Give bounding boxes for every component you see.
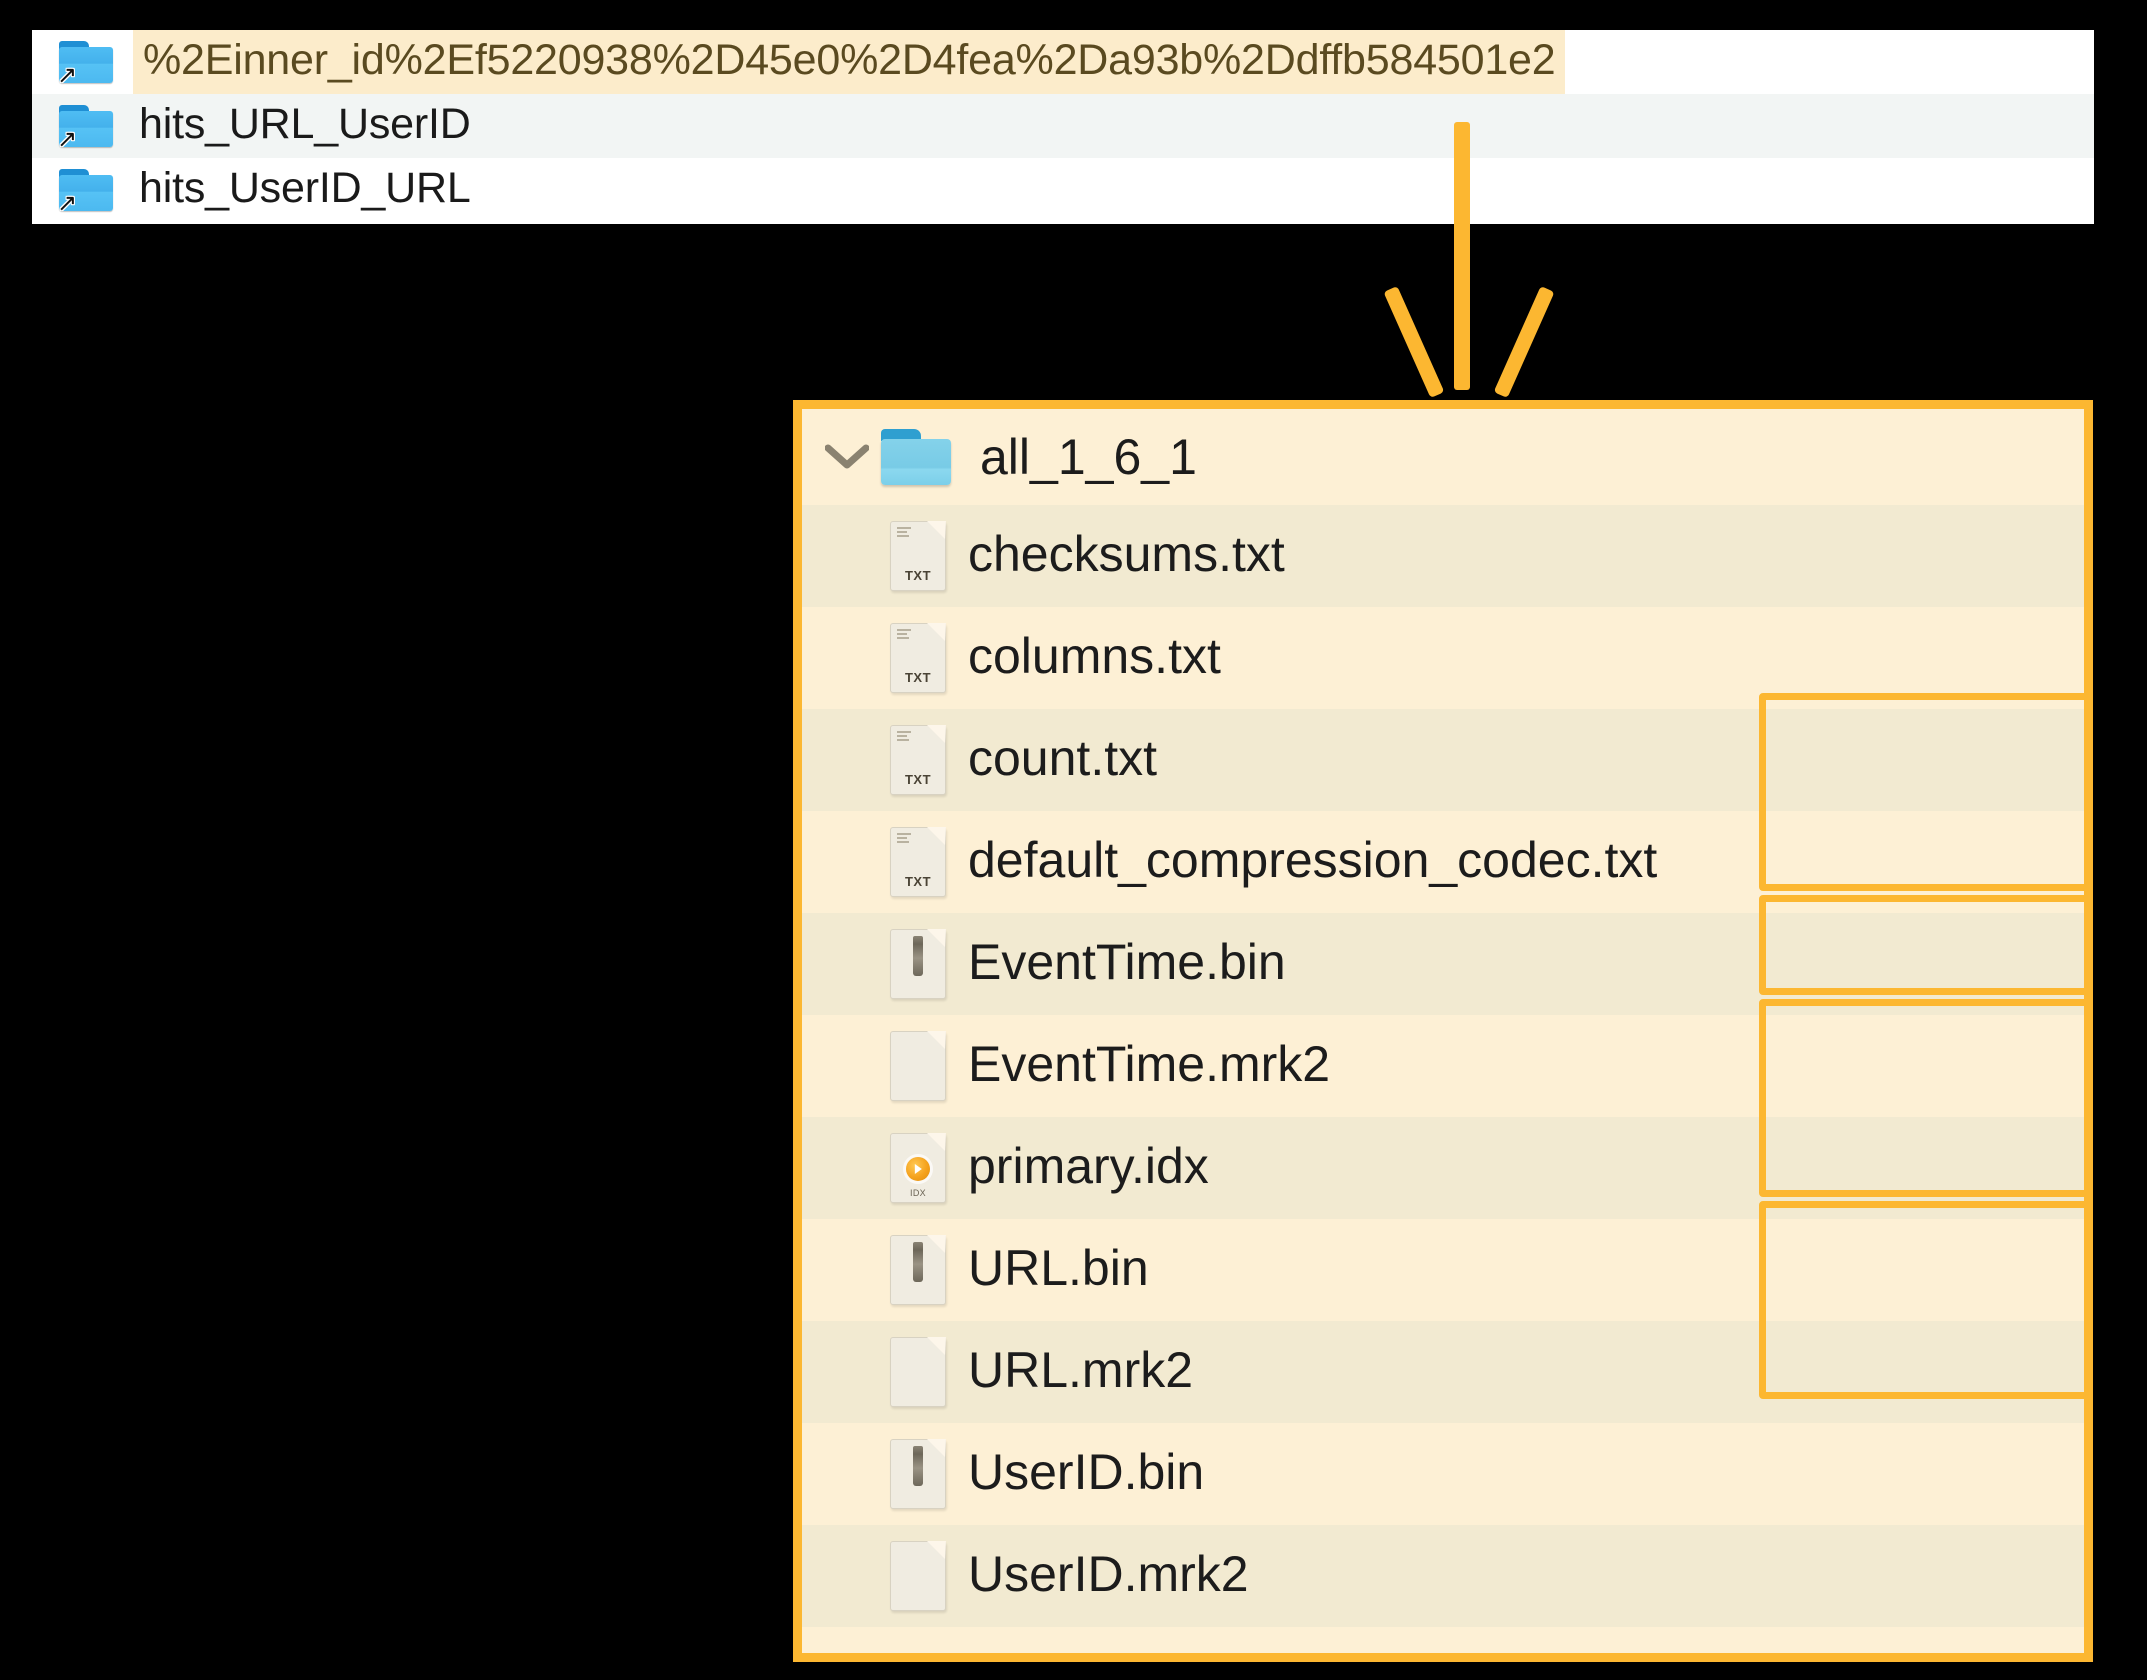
file-label: UserID.bin — [968, 1444, 1205, 1500]
file-label: EventTime.bin — [968, 934, 1286, 990]
arrow-head-left — [1383, 285, 1445, 399]
file-row-userid-mrk2[interactable]: UserID.mrk2 — [802, 1525, 2084, 1627]
file-label: checksums.txt — [968, 526, 1285, 582]
folder-label: all_1_6_1 — [980, 429, 1197, 485]
symlink-folder-icon: ↗ — [57, 103, 115, 153]
txt-file-icon: TXT — [802, 827, 968, 897]
txt-file-icon: TXT — [802, 521, 968, 591]
symlink-arrow-badge-icon: ↗ — [56, 62, 78, 89]
symlink-arrow-badge-icon: ↗ — [56, 190, 78, 217]
part-directory-panel: all_1_6_1 TXT checksums.txt TXT columns.… — [793, 400, 2093, 1662]
folder-row-all-1-6-1[interactable]: all_1_6_1 — [802, 409, 2084, 505]
arrow-head-right — [1493, 285, 1555, 399]
file-label: URL.mrk2 — [968, 1342, 1194, 1398]
arrow-shaft — [1454, 122, 1470, 390]
file-label: columns.txt — [968, 628, 1221, 684]
file-label: URL.bin — [968, 1240, 1149, 1296]
symlink-folder-icon: ↗ — [57, 39, 115, 89]
file-label: EventTime.mrk2 — [968, 1036, 1331, 1092]
list-item[interactable]: ↗ %2Einner_id%2Ef5220938%2D45e0%2D4fea%2… — [32, 30, 2094, 94]
file-row-count-txt[interactable]: TXT count.txt — [802, 709, 2084, 811]
file-row-columns-txt[interactable]: TXT columns.txt — [802, 607, 2084, 709]
folder-icon — [880, 429, 954, 485]
blank-file-icon — [802, 1541, 968, 1611]
symlink-arrow-badge-icon: ↗ — [56, 126, 78, 153]
txt-file-icon: TXT — [802, 725, 968, 795]
file-row-eventtime-mrk2[interactable]: EventTime.mrk2 — [802, 1015, 2084, 1117]
file-row-checksums-txt[interactable]: TXT checksums.txt — [802, 505, 2084, 607]
symlink-folder-label-hits-url-userid: hits_URL_UserID — [139, 99, 471, 148]
blank-file-icon — [802, 1337, 968, 1407]
idx-file-icon: IDX — [802, 1133, 968, 1203]
symlink-folder-icon: ↗ — [57, 167, 115, 217]
blank-file-icon — [802, 1031, 968, 1101]
list-item[interactable]: ↗ hits_UserID_URL — [32, 158, 2094, 222]
bin-file-icon — [802, 1235, 968, 1305]
file-label: primary.idx — [968, 1138, 1209, 1194]
down-arrow-icon — [1383, 122, 1555, 404]
file-row-default-compression-codec-txt[interactable]: TXT default_compression_codec.txt — [802, 811, 2084, 913]
file-row-url-mrk2[interactable]: URL.mrk2 — [802, 1321, 2084, 1423]
symlink-folder-label-hits-userid-url: hits_UserID_URL — [139, 163, 471, 212]
file-row-url-bin[interactable]: URL.bin — [802, 1219, 2084, 1321]
file-label: count.txt — [968, 730, 1157, 786]
file-row-eventtime-bin[interactable]: EventTime.bin — [802, 913, 2084, 1015]
symlink-folder-list-panel: ↗ %2Einner_id%2Ef5220938%2D45e0%2D4fea%2… — [32, 30, 2094, 224]
symlink-folder-label-inner-id: %2Einner_id%2Ef5220938%2D45e0%2D4fea%2Da… — [133, 30, 1566, 94]
file-row-primary-idx[interactable]: IDX primary.idx — [802, 1117, 2084, 1219]
file-row-userid-bin[interactable]: UserID.bin — [802, 1423, 2084, 1525]
file-label: UserID.mrk2 — [968, 1546, 1249, 1602]
bin-file-icon — [802, 1439, 968, 1509]
txt-file-icon: TXT — [802, 623, 968, 693]
list-item[interactable]: ↗ hits_URL_UserID — [32, 94, 2094, 158]
bin-file-icon — [802, 929, 968, 999]
file-label: default_compression_codec.txt — [968, 832, 1658, 888]
chevron-down-icon[interactable] — [824, 444, 870, 470]
